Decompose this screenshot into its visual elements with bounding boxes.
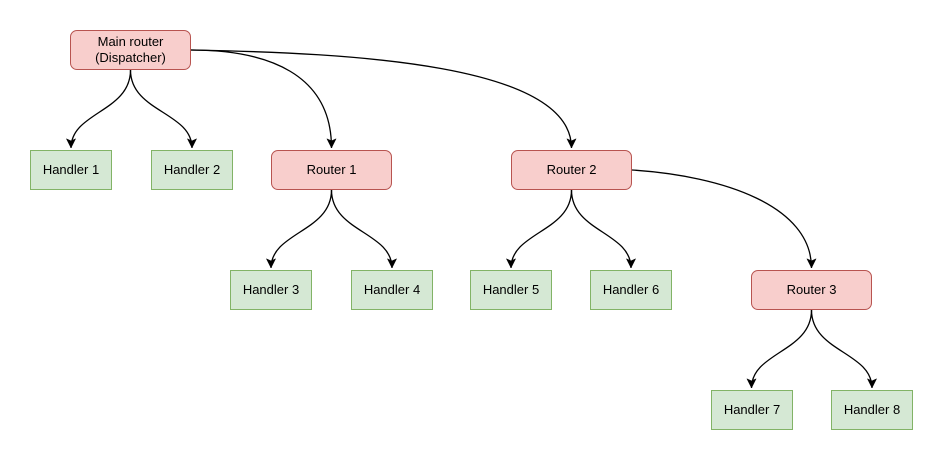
node-handler-6-label: Handler 6 — [602, 281, 660, 297]
node-router-1: Router 1 — [271, 150, 392, 190]
edge-router1-to-handler3 — [265, 189, 333, 269]
node-handler-7-label: Handler 7 — [723, 401, 781, 417]
node-handler-2: Handler 2 — [151, 150, 233, 190]
node-router-3: Router 3 — [751, 270, 872, 310]
edge-router3-to-handler7 — [746, 309, 813, 389]
edge-main-to-router1 — [190, 49, 337, 149]
node-handler-4-label: Handler 4 — [363, 281, 421, 297]
edge-router2-to-handler5 — [505, 189, 573, 269]
node-handler-8-label: Handler 8 — [843, 401, 901, 417]
node-handler-7: Handler 7 — [711, 390, 793, 430]
edge-router2-to-handler6 — [570, 189, 637, 269]
node-handler-1: Handler 1 — [30, 150, 112, 190]
node-handler-6: Handler 6 — [590, 270, 672, 310]
node-handler-3: Handler 3 — [230, 270, 312, 310]
node-main-router: Main router (Dispatcher) — [70, 30, 191, 70]
node-router-2: Router 2 — [511, 150, 632, 190]
node-main-router-label: Main router (Dispatcher) — [95, 33, 166, 65]
edge-router1-to-handler4 — [330, 189, 398, 269]
node-handler-5: Handler 5 — [470, 270, 552, 310]
node-handler-5-label: Handler 5 — [482, 281, 540, 297]
node-router-2-label: Router 2 — [546, 161, 597, 177]
node-handler-1-label: Handler 1 — [42, 161, 100, 177]
edge-main-to-handler2 — [129, 69, 198, 149]
edge-router2-to-router3 — [631, 169, 817, 269]
edge-main-to-handler1 — [65, 69, 132, 149]
node-handler-8: Handler 8 — [831, 390, 913, 430]
node-router-3-label: Router 3 — [786, 281, 837, 297]
node-router-1-label: Router 1 — [306, 161, 357, 177]
node-handler-2-label: Handler 2 — [163, 161, 221, 177]
edge-router3-to-handler8 — [810, 309, 878, 389]
node-handler-3-label: Handler 3 — [242, 281, 300, 297]
edge-main-to-router2 — [190, 49, 577, 149]
node-handler-4: Handler 4 — [351, 270, 433, 310]
